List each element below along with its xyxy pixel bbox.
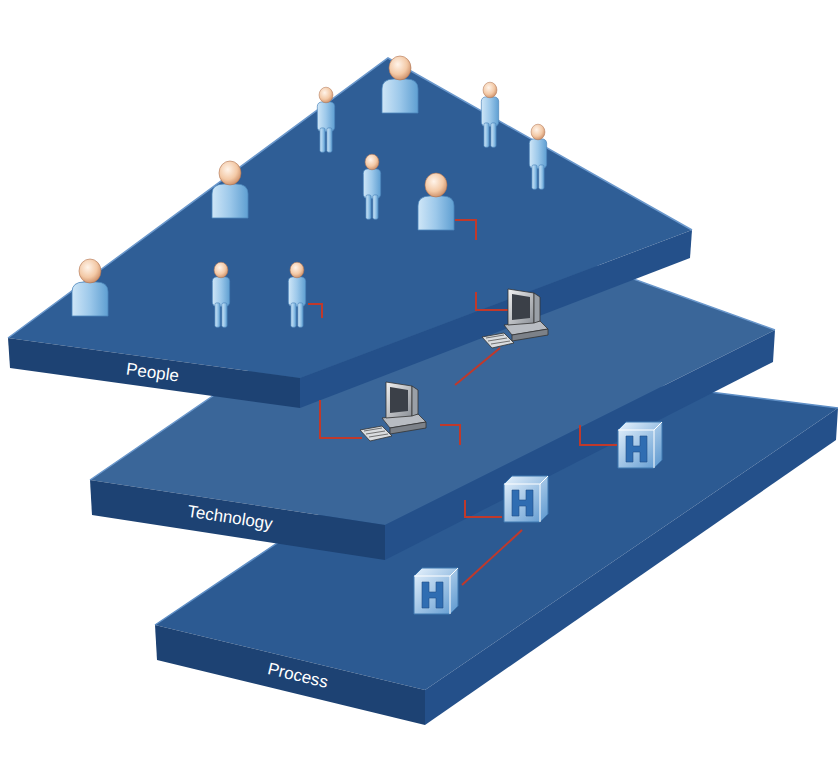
layer-label-box: Technology xyxy=(180,499,281,538)
layer-label: People xyxy=(118,357,186,390)
people-icons xyxy=(72,56,547,327)
layer-label-box: Process xyxy=(259,656,336,696)
layer-label: Technology xyxy=(180,499,281,538)
wires xyxy=(308,220,617,585)
process-icons xyxy=(414,422,662,614)
layer-label-box: People xyxy=(118,357,186,390)
layer-label: Process xyxy=(259,656,336,696)
computer-icons xyxy=(360,289,548,441)
people-slab xyxy=(8,58,692,408)
